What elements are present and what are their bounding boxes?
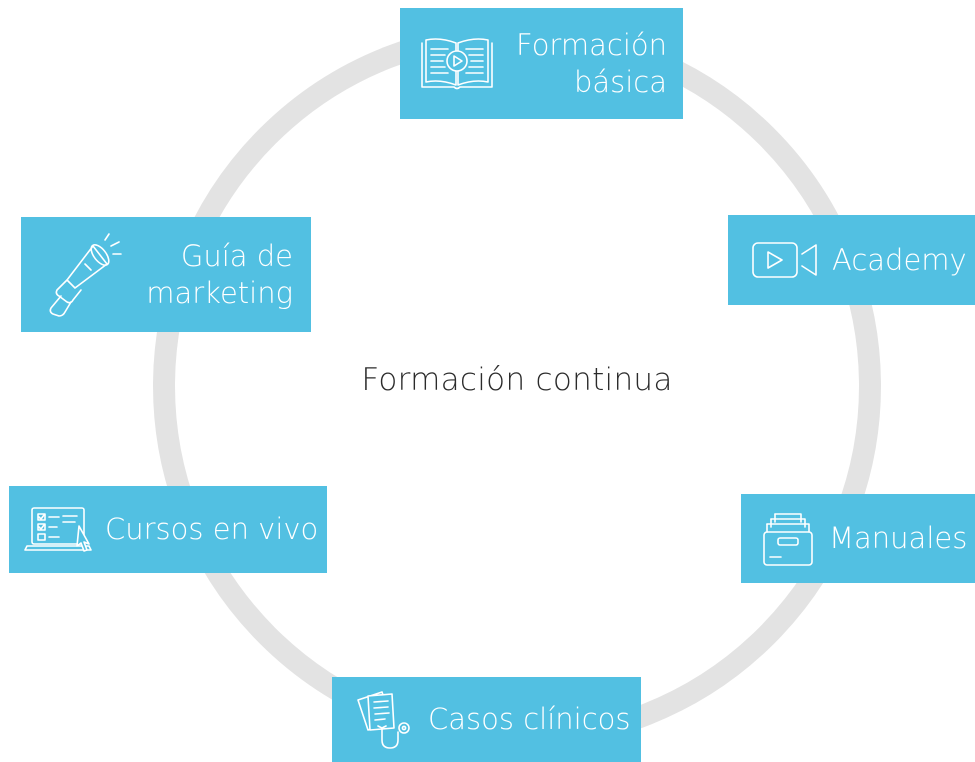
node-label-line-2: marketing <box>146 275 293 310</box>
node-manuales[interactable]: Manuales <box>741 494 975 583</box>
center-label: Formación continua <box>361 362 673 398</box>
node-label-line-1: Guía de <box>180 238 293 273</box>
node-label: Guía de marketing <box>146 238 293 312</box>
node-label: Casos clínicos <box>428 702 631 736</box>
book-play-icon <box>418 35 496 93</box>
node-label-line-1: Formación <box>516 27 667 62</box>
node-guia-marketing[interactable]: Guía de marketing <box>21 217 311 332</box>
node-casos-clinicos[interactable]: Casos clínicos <box>332 677 641 762</box>
node-label-line-2: básica <box>573 64 667 99</box>
node-formacion-basica[interactable]: Formación básica <box>400 8 683 119</box>
node-label: Academy <box>832 242 967 277</box>
megaphone-icon <box>45 232 123 318</box>
node-label: Manuales <box>829 521 968 555</box>
node-label: Cursos en vivo <box>105 512 319 546</box>
node-academy[interactable]: Academy <box>728 215 975 305</box>
node-label: Formación básica <box>516 27 667 101</box>
laptop-checklist-icon <box>23 504 99 556</box>
archive-box-icon <box>761 510 815 568</box>
video-camera-icon <box>750 238 822 282</box>
node-cursos-en-vivo[interactable]: Cursos en vivo <box>9 486 327 573</box>
clinical-documents-stethoscope-icon <box>352 688 422 752</box>
